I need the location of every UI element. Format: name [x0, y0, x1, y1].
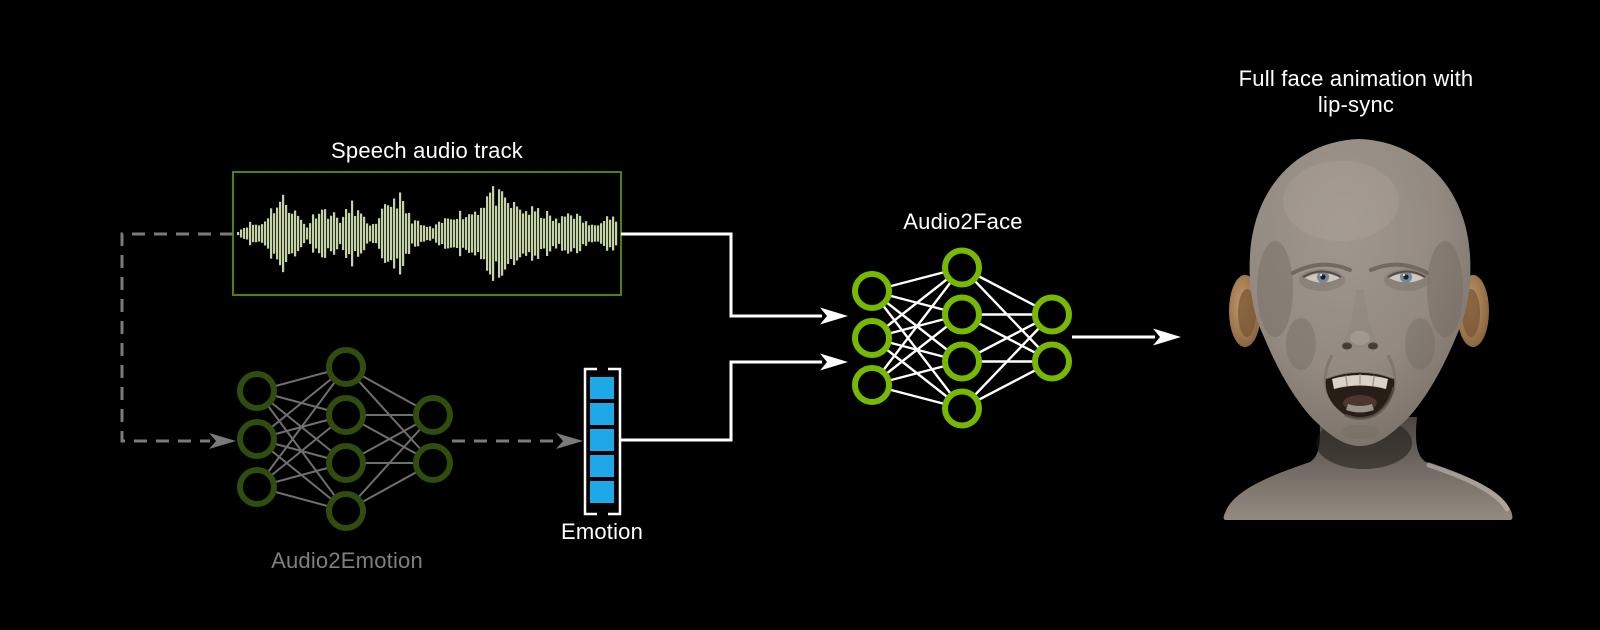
speech-audio-track-label: Speech audio track [331, 138, 523, 163]
audio2emotion-network [237, 347, 453, 531]
audio2face-network [852, 247, 1072, 429]
output-label-line1: Full face animation with [1238, 66, 1474, 91]
right-eyebrow [1369, 262, 1429, 275]
output-label-line2: lip-sync [1317, 92, 1395, 117]
audio2emotion-label: Audio2Emotion [271, 548, 423, 573]
audio2face-label: Audio2Face [903, 209, 1023, 234]
speech-to-audio2face-connector [621, 232, 822, 318]
arrowhead-speech-into-audio2face [820, 307, 848, 325]
emotion-label: Emotion [560, 519, 644, 544]
audio-waveform [237, 186, 618, 281]
emotion-vector [583, 367, 622, 516]
emotion-left-bracket [583, 367, 597, 516]
face-render [1223, 139, 1513, 520]
speech-audio-track-box [232, 171, 622, 296]
arrowhead-emotion-into-audio2face [820, 353, 848, 371]
speech-to-audio2emotion-connector [120, 232, 233, 443]
left-eyebrow [1291, 262, 1352, 275]
output-label: Full face animation with lip-sync [1239, 66, 1474, 118]
lower-teeth [1346, 404, 1374, 413]
arrowhead-into-audio2emotion [209, 433, 236, 449]
white-connectors [619, 232, 1181, 442]
emotion-to-audio2face-connector [619, 360, 822, 442]
nose [1342, 289, 1378, 349]
dashed-connectors [120, 232, 583, 449]
arrowhead-into-emotion [556, 433, 583, 449]
arrowhead-into-face [1153, 328, 1181, 346]
emotion-cells [590, 377, 614, 503]
